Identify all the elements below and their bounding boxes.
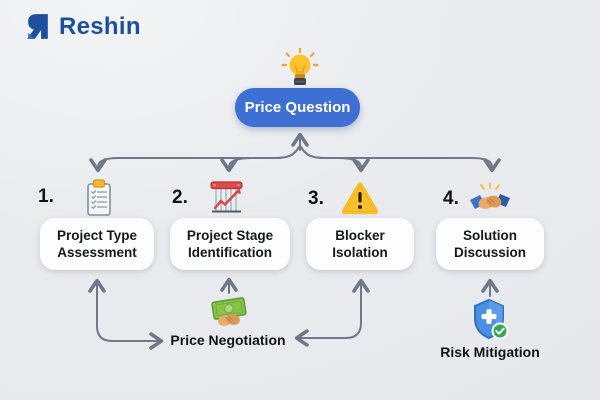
node-label-line1: Project Type xyxy=(56,227,138,243)
step-1-number: 1. xyxy=(38,186,54,207)
arrow-root-to-step3 xyxy=(300,146,370,173)
node-label-line2: Assessment xyxy=(57,245,137,260)
node-project-stage-identification: Project Stage Identification xyxy=(170,218,290,270)
node-label-line2: Discussion xyxy=(453,245,527,260)
arrow-root-to-step4 xyxy=(300,146,501,173)
node-label-line1: Project Stage xyxy=(186,227,274,243)
reshin-logo-icon xyxy=(27,14,48,39)
arrow-step3-price-negotiation xyxy=(294,278,370,347)
clipboard-icon xyxy=(82,178,116,223)
price-negotiation-label: Price Negotiation xyxy=(170,332,286,348)
warning-icon xyxy=(341,181,379,221)
node-label-line1: Solution xyxy=(463,227,517,243)
brand-logo: Reshin xyxy=(25,12,141,41)
handshake-icon xyxy=(469,182,511,223)
step-2-number: 2. xyxy=(172,187,188,208)
arrow-step1-price-negotiation xyxy=(88,278,164,350)
step-4-number: 4. xyxy=(443,188,459,209)
node-blocker-isolation: Blocker Isolation xyxy=(306,218,414,270)
node-label-line1: Blocker xyxy=(335,227,385,243)
node-project-type-assessment: Project Type Assessment xyxy=(40,218,154,270)
arrow-root-to-step2 xyxy=(220,146,300,173)
step-3-number: 3. xyxy=(308,188,324,209)
node-solution-discussion: Solution Discussion xyxy=(436,218,544,270)
brand-name: Reshin xyxy=(59,12,141,40)
price-question-label: Price Question xyxy=(244,99,351,116)
stock-chart-icon xyxy=(207,178,247,223)
money-handshake-icon xyxy=(209,296,249,337)
shield-check-icon xyxy=(469,298,511,347)
price-question-node: Price Question xyxy=(235,88,360,127)
node-label-line2: Identification xyxy=(188,245,272,260)
lightbulb-icon xyxy=(281,47,319,93)
node-label-line2: Isolation xyxy=(332,245,388,260)
arrow-root-to-step1 xyxy=(89,146,300,173)
risk-mitigation-label: Risk Mitigation xyxy=(440,344,540,360)
